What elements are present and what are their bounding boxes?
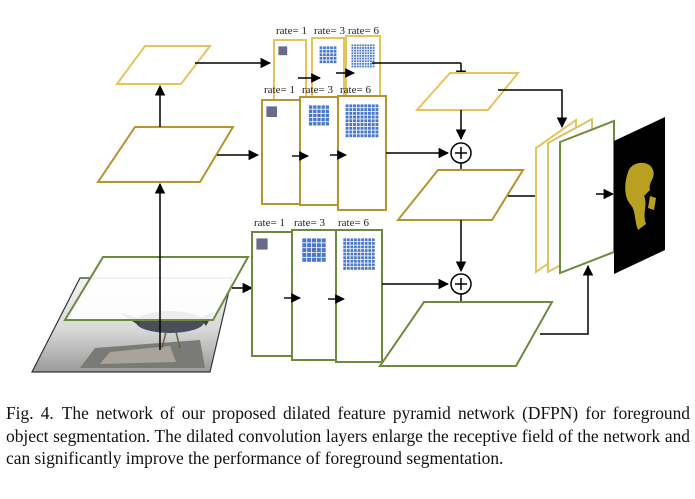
- sum-node-upper: [450, 142, 472, 164]
- dilated-filter-card-rate-1: [261, 99, 301, 205]
- plane-level3-yellow: [115, 45, 213, 85]
- arrow-yellow-to-stack: [498, 89, 568, 129]
- dilated-filter-card-rate-3: [291, 229, 337, 361]
- dilated-filter-card-rate-6: [337, 95, 387, 211]
- sum-node-lower: [450, 273, 472, 295]
- plane-level1-green: [63, 256, 250, 321]
- dilated-filter-card-rate-3: [299, 96, 339, 206]
- plane-topdown-yellow: [414, 72, 521, 111]
- rate-label: rate= 3: [294, 217, 325, 229]
- rate-label: rate= 1: [254, 217, 285, 229]
- arrow-green-to-stack: [540, 264, 594, 335]
- dilated-filter-card-rate-3: [311, 37, 345, 101]
- plane-topdown-green: [378, 301, 554, 367]
- dilated-filter-card-rate-1: [251, 231, 293, 357]
- fused-feature-stack: [535, 117, 615, 275]
- figure-caption: Fig. 4.The network of our proposed dilat…: [6, 402, 690, 470]
- dilated-group-bottom: rate= 1 rate= 3 rate= 6: [251, 217, 383, 363]
- caption-label: Fig. 4.: [6, 403, 54, 423]
- output-segmentation-mask: [614, 117, 665, 274]
- dilated-filter-card-rate-6: [335, 229, 383, 363]
- rate-label: rate= 6: [338, 217, 369, 229]
- rate-label: rate= 3: [302, 84, 333, 96]
- caption-text: The network of our proposed dilated feat…: [6, 403, 691, 469]
- rate-label: rate= 1: [276, 25, 307, 37]
- rate-label: rate= 1: [264, 84, 295, 96]
- dilated-group-middle: rate= 1 rate= 3 rate= 6: [261, 84, 387, 211]
- rate-label: rate= 3: [314, 25, 345, 37]
- plane-level2-gold: [96, 126, 235, 183]
- rate-label: rate= 6: [348, 25, 379, 37]
- plane-topdown-gold: [395, 169, 525, 221]
- rate-label: rate= 6: [340, 84, 371, 96]
